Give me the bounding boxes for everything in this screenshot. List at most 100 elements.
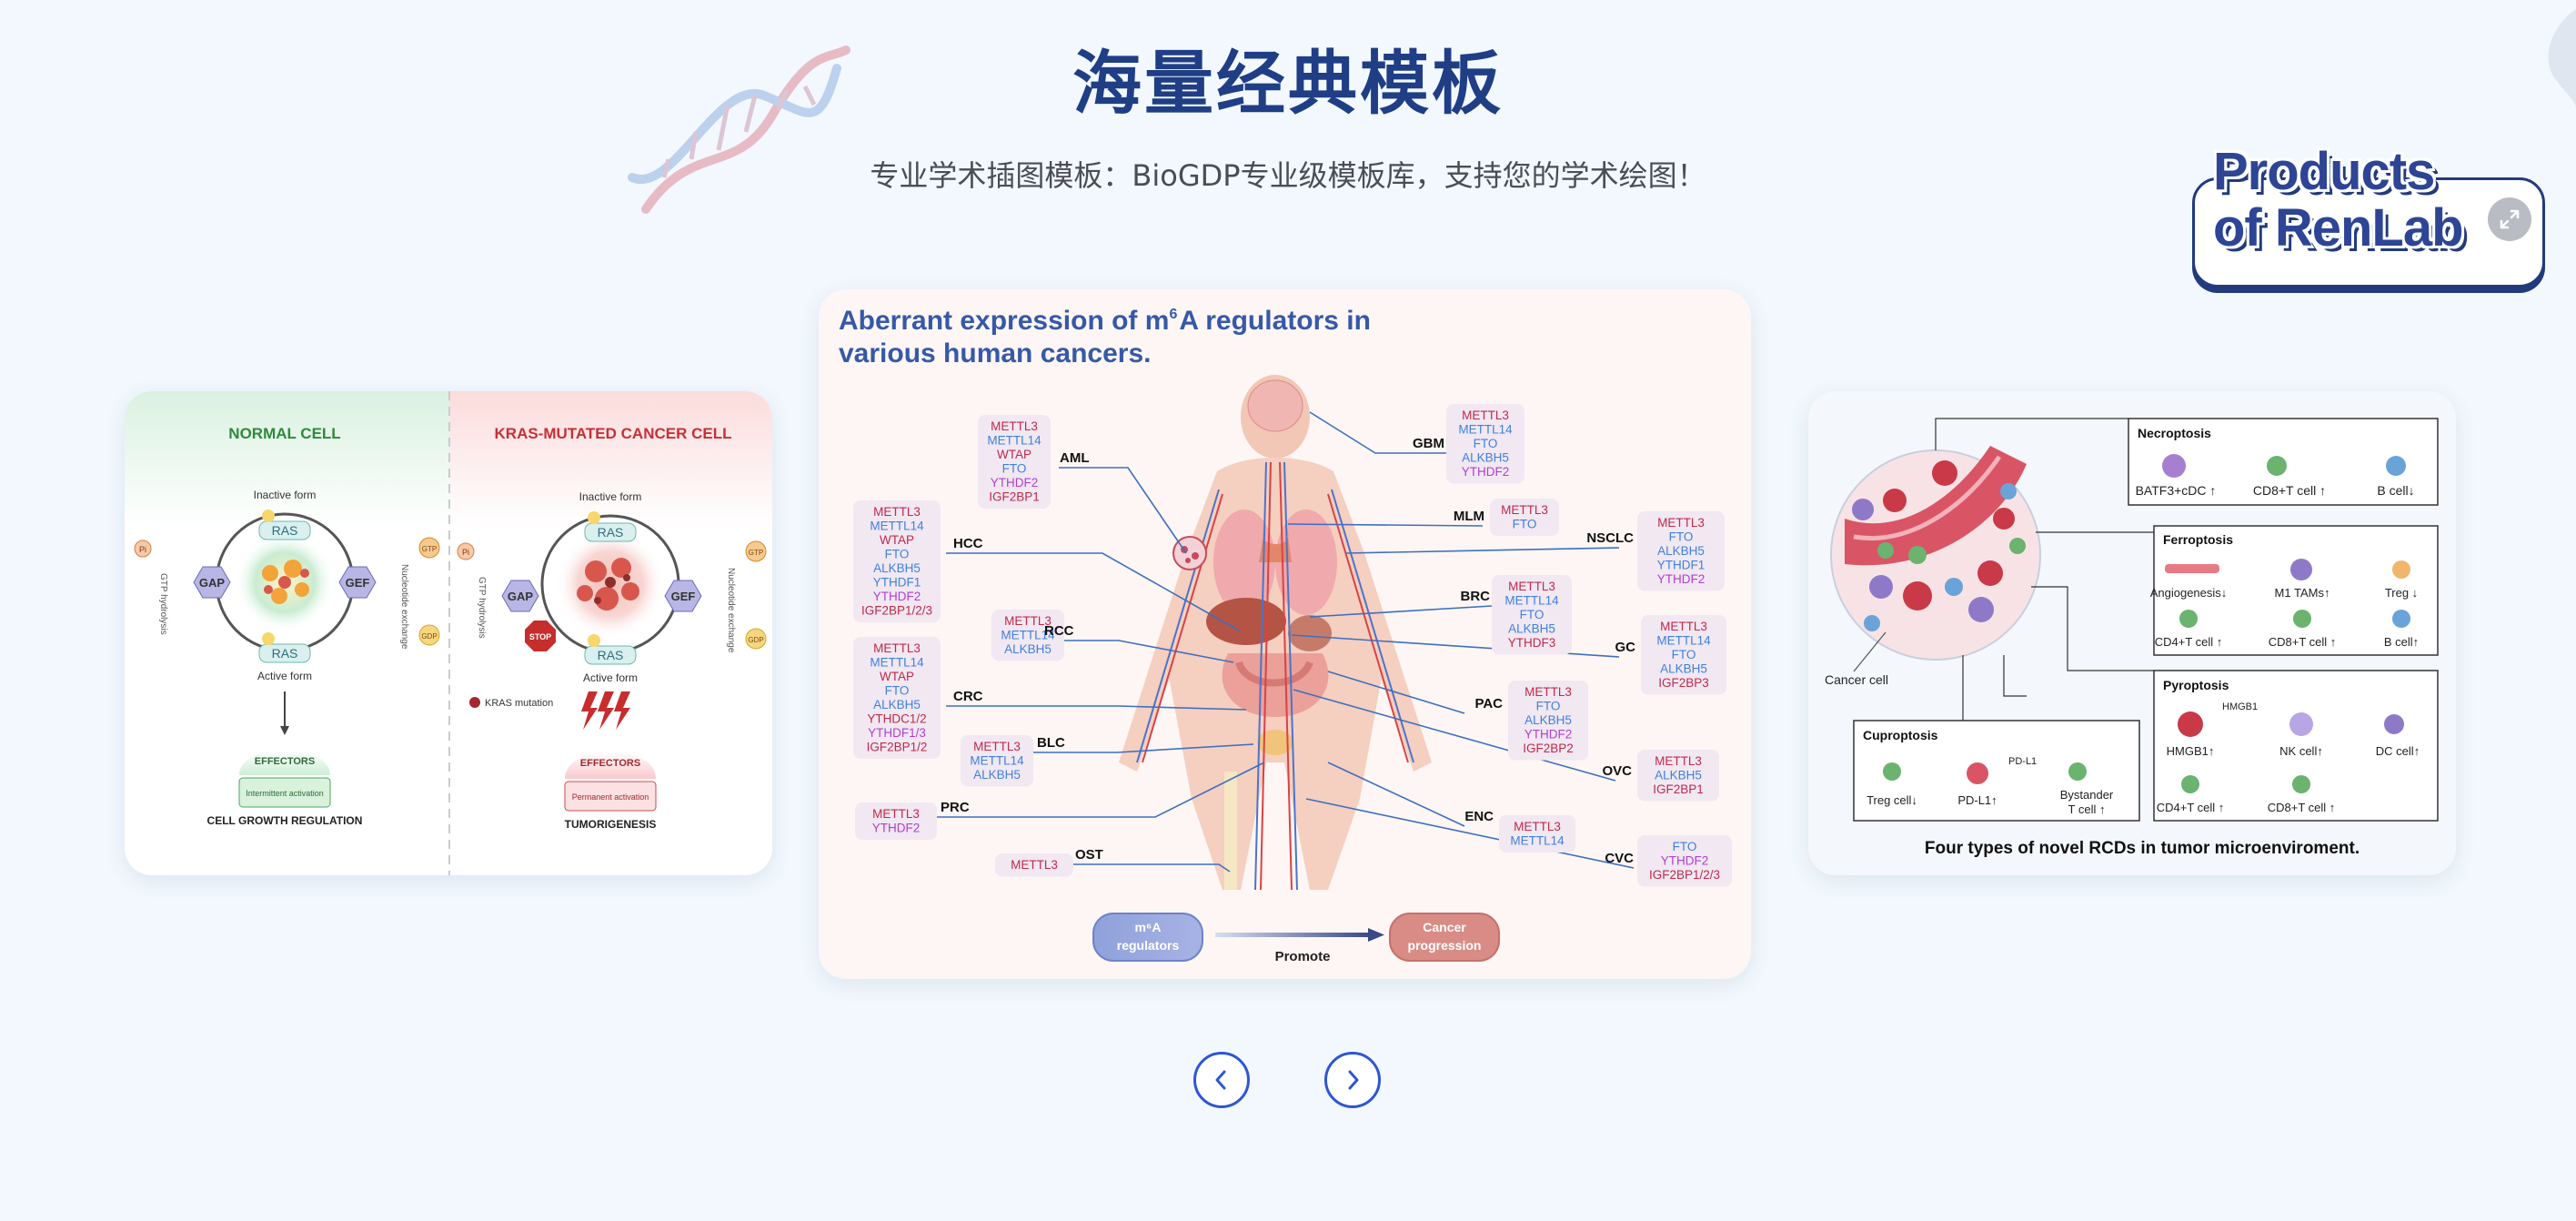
cancer-label-pac: PAC <box>1474 696 1503 711</box>
template-card-kras[interactable]: NORMAL CELL KRAS-MUTATED CANCER CELL Ina… <box>125 391 772 875</box>
cancer-label-rcc: RCC <box>1044 623 1074 639</box>
gene-box-aml <box>978 415 1051 509</box>
gene-ythdf1: YTHDF1 <box>873 576 921 590</box>
gene-mettl14: METTL14 <box>1510 834 1565 848</box>
nucleotide-exchange-label-kras: Nucleotide exchange <box>726 568 736 653</box>
gene-ythdf2: YTHDF2 <box>873 590 921 603</box>
gene-ythdf2: YTHDF2 <box>991 476 1039 489</box>
gene-box-gc <box>1641 615 1726 695</box>
promote-arrowhead <box>1368 928 1384 942</box>
ras-label-bottom: RAS <box>272 646 298 661</box>
decorative-shape-icon <box>2548 9 2576 109</box>
ferroptosis-title: Ferroptosis <box>2163 532 2233 547</box>
ferroptosis-item-3: Treg ↓ <box>2385 586 2418 600</box>
kras-ras-cycle: Inactive form RAS RAS Active form GAP GE… <box>457 490 767 831</box>
gtp-label: GTP <box>422 545 437 553</box>
gene-igf2bp3: IGF2BP3 <box>1658 676 1709 690</box>
ferroptosis-item-2: M1 TAMs↑ <box>2275 586 2330 600</box>
inactive-form-label-kras: Inactive form <box>579 490 642 503</box>
cuproptosis-panel <box>1853 720 2140 822</box>
gene-box-hcc <box>853 500 941 622</box>
cancer-label-ost: OST <box>1075 847 1103 863</box>
template-card-rcd[interactable]: Cancer cell Necroptosis BATF3+cDC ↑ CD8+… <box>1808 391 2456 875</box>
gene-mettl3: METTL3 <box>1524 685 1572 699</box>
rcd-figure: Cancer cell Necroptosis BATF3+cDC ↑ CD8+… <box>1825 418 2439 858</box>
permanent-label: Permanent activation <box>572 792 649 802</box>
gene-alkbh5: ALKBH5 <box>1004 642 1052 656</box>
progression-pill <box>1389 913 1500 962</box>
carousel-prev-button[interactable] <box>1193 1052 1250 1108</box>
gene-fto: FTO <box>1520 608 1545 621</box>
chevron-right-icon <box>1348 1070 1359 1090</box>
progression-label-1: Cancer <box>1423 920 1466 934</box>
ras-label-top-kras: RAS <box>598 525 624 540</box>
gene-box-pac <box>1508 681 1588 761</box>
gene-ythdf1-3: YTHDF1/3 <box>868 726 926 740</box>
gene-box-gbm <box>1446 404 1524 484</box>
expand-button[interactable] <box>2488 197 2531 241</box>
gene-fto: FTO <box>1536 700 1561 713</box>
cancer-label-hcc: HCC <box>953 536 983 551</box>
ferroptosis-panel <box>2153 525 2439 656</box>
m6a-title-line2: various human cancers. <box>839 338 1151 368</box>
gene-mettl3: METTL3 <box>973 740 1021 753</box>
kras-cell-title: KRAS-MUTATED CANCER CELL <box>495 425 732 442</box>
ras-label-bottom-kras: RAS <box>598 648 624 662</box>
necroptosis-item-3: B cell↓ <box>2377 483 2414 498</box>
carousel-next-button[interactable] <box>1324 1052 1381 1108</box>
cuproptosis-item-2: PD-L1↑ <box>1957 793 1997 807</box>
kras-figure: NORMAL CELL KRAS-MUTATED CANCER CELL Ina… <box>125 391 772 875</box>
hmgb1-label: HMGB1 <box>2222 701 2258 712</box>
gene-mettl14: METTL14 <box>970 754 1024 768</box>
cancer-cell-label: Cancer cell <box>1825 672 1888 687</box>
gene-mettl3: METTL3 <box>1657 516 1705 530</box>
leader-lines <box>933 411 1635 873</box>
gene-ythdf2: YTHDF2 <box>1462 465 1510 479</box>
gdp-label-kras: GDP <box>748 636 763 644</box>
gene-mettl14: METTL14 <box>1656 634 1711 648</box>
renlab-badge: Products of RenLab <box>2192 146 2545 288</box>
gene-mettl3: METTL3 <box>1508 580 1555 593</box>
gene-box-prc <box>855 802 937 840</box>
cancer-label-ovc: OVC <box>1602 763 1632 779</box>
template-card-m6a[interactable]: Aberrant expression of m6A regulators in… <box>819 289 1751 979</box>
gene-ythdf2: YTHDF2 <box>1657 572 1706 586</box>
m6a-title-line1: Aberrant expression of m6A regulators in <box>839 306 1371 336</box>
necroptosis-title: Necroptosis <box>2138 426 2211 440</box>
gene-ythdf2: YTHDF2 <box>872 822 921 835</box>
gene-mettl3: METTL3 <box>1011 858 1058 872</box>
gap-label-kras: GAP <box>508 590 534 603</box>
effectors-label-kras: EFFECTORS <box>580 758 640 769</box>
gene-alkbh5: ALKBH5 <box>873 698 921 711</box>
chevron-left-icon <box>1215 1070 1226 1090</box>
gtp-hydrolysis-label: GTP hydrolysis <box>158 573 168 635</box>
gene-alkbh5: ALKBH5 <box>1462 451 1509 465</box>
ras-label-top: RAS <box>272 523 298 538</box>
normal-ras-cycle: Inactive form RAS RAS Active form GAP GE… <box>134 489 440 827</box>
gene-mettl14: METTL14 <box>1001 629 1055 642</box>
gene-wtap: WTAP <box>880 533 914 547</box>
cuproptosis-item-1: Treg cell↓ <box>1867 793 1917 807</box>
ferroptosis-item-6: B cell↑ <box>2384 635 2419 649</box>
gene-igf2bp1-2-3: IGF2BP1/2/3 <box>1649 868 1720 882</box>
pyroptosis-title: Pyroptosis <box>2163 678 2229 692</box>
gtp-hydrolysis-label-kras: GTP hydrolysis <box>477 577 487 639</box>
gdp-label: GDP <box>421 632 437 641</box>
badge-line-1: Products <box>2213 142 2435 201</box>
gene-mettl14: METTL14 <box>870 656 924 670</box>
active-form-label-kras: Active form <box>583 671 638 684</box>
gef-label: GEF <box>346 576 370 590</box>
necroptosis-item-1: BATF3+cDC ↑ <box>2136 483 2217 498</box>
rcd-caption: Four types of novel RCDs in tumor microe… <box>1925 839 2360 858</box>
inactive-form-label: Inactive form <box>254 489 317 501</box>
pyroptosis-item-4: CD4+T cell ↑ <box>2157 801 2225 814</box>
pyroptosis-item-2: NK cell↑ <box>2279 744 2323 758</box>
gene-igf2bp1-2-3: IGF2BP1/2/3 <box>861 604 932 618</box>
gene-igf2bp1: IGF2BP1 <box>1653 782 1704 796</box>
gene-mettl14: METTL14 <box>870 520 924 533</box>
cancer-label-gbm: GBM <box>1413 436 1444 451</box>
gene-ythdf1: YTHDF1 <box>1657 559 1706 572</box>
cuproptosis-title: Cuproptosis <box>1863 728 1938 742</box>
progression-label-2: progression <box>1408 938 1482 953</box>
intermittent-label: Intermittent activation <box>246 789 324 798</box>
